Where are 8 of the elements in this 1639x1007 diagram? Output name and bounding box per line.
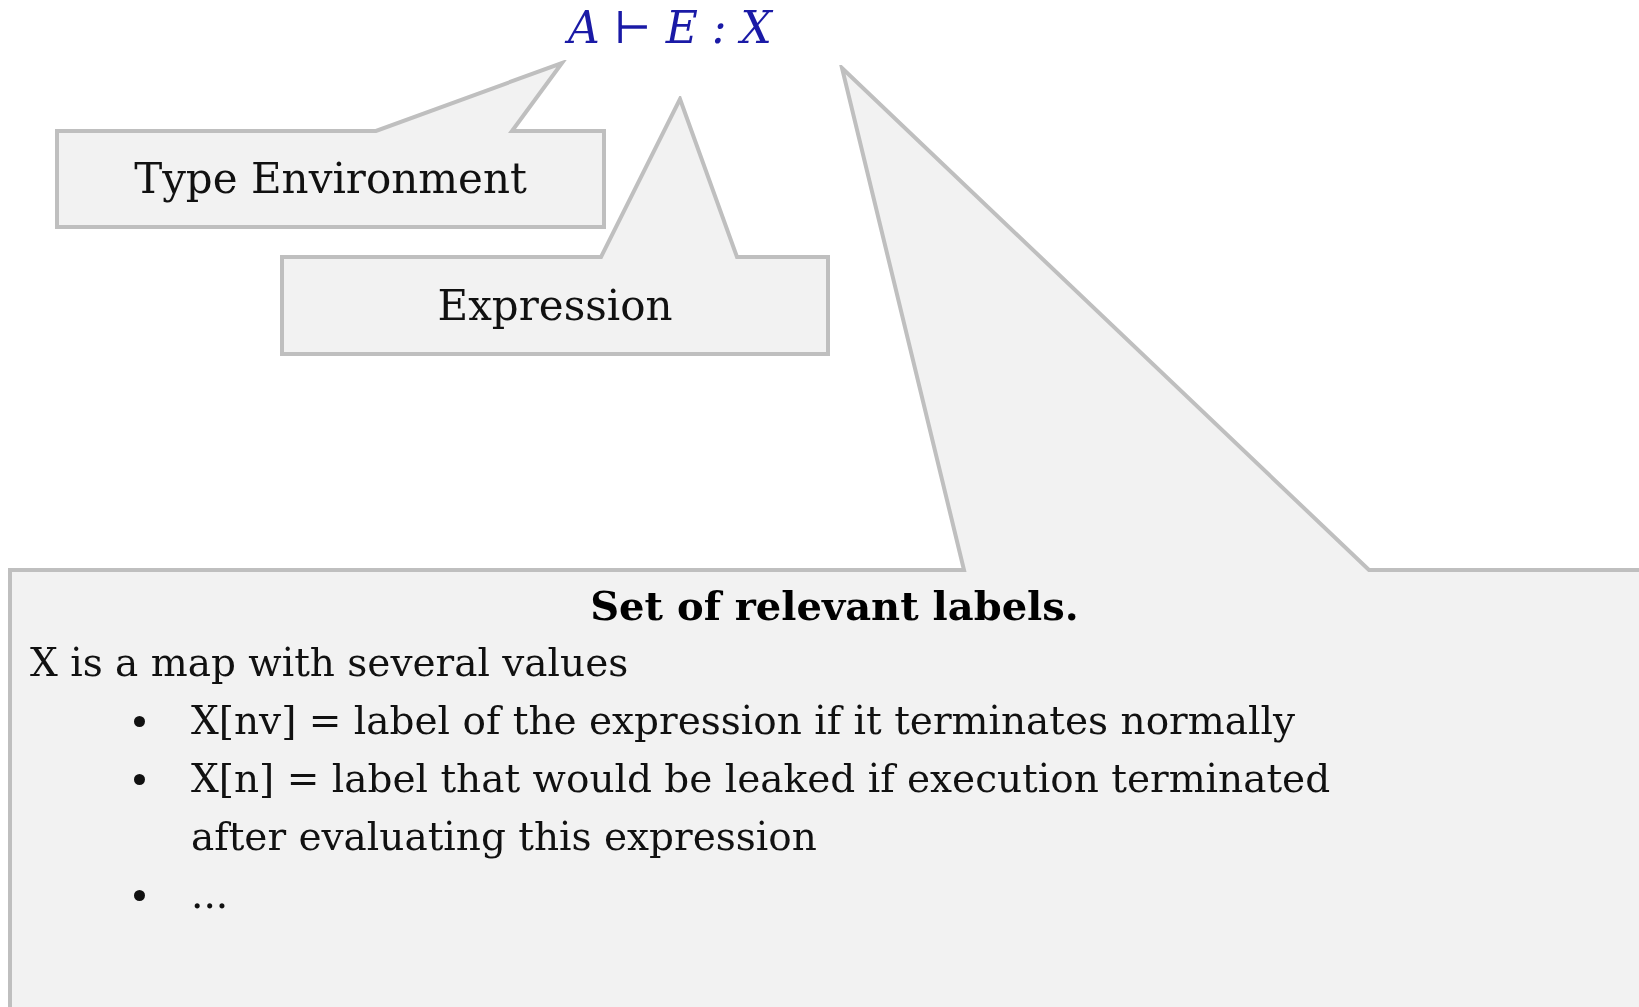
- list-item-text: X[n] = label that would be leaked if execution terminated after evaluating this expression: [191, 755, 1332, 861]
- list-item-text: X[nv] = label of the expression if it terminates normally: [191, 697, 1296, 745]
- list-item-text: ...: [191, 871, 230, 919]
- callout-text: X is a map with several values: [30, 639, 629, 687]
- formula-title: A ⊢ E : X: [540, 0, 800, 56]
- callout-heading: Set of relevant labels.: [590, 581, 1079, 631]
- callout-text: Type Environment: [134, 153, 527, 205]
- callout-text: Expression: [437, 279, 673, 332]
